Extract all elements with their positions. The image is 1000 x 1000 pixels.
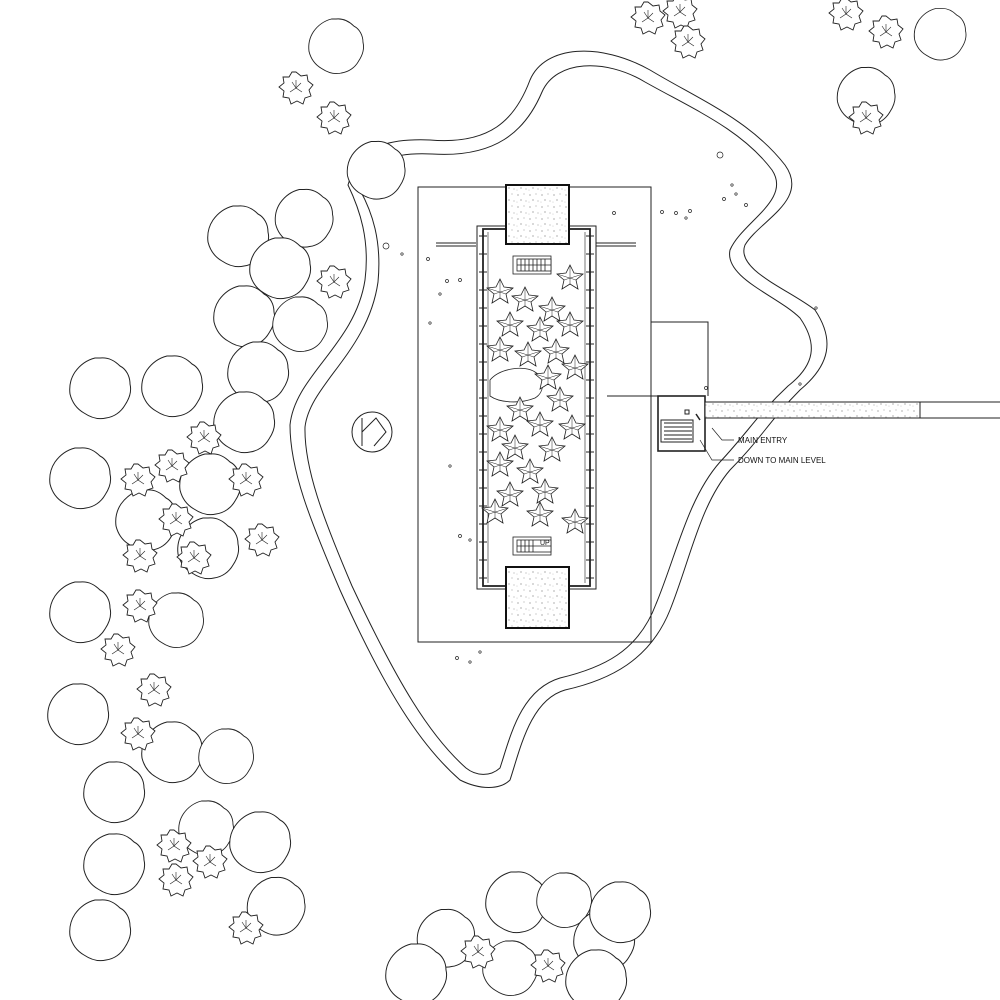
stair-up-label: UP xyxy=(540,540,550,547)
boulder-icon xyxy=(489,367,543,403)
pavilion-mullions xyxy=(479,235,594,579)
down-to-main-level-label: DOWN TO MAIN LEVEL xyxy=(738,456,826,465)
south-stone-block xyxy=(505,566,570,629)
main-entry-label: MAIN ENTRY xyxy=(738,436,788,445)
entry-structure xyxy=(607,321,709,452)
annotation-leaders xyxy=(695,413,734,461)
south-stair xyxy=(512,536,552,556)
scattered-stones xyxy=(382,151,818,664)
entry-boardwalk xyxy=(704,401,1000,419)
winding-footpath xyxy=(289,50,828,788)
pavilion-structure xyxy=(476,225,597,590)
north-stair xyxy=(512,255,552,275)
north-stone-block xyxy=(505,184,570,245)
courtyard-planting xyxy=(481,264,589,534)
north-arrow-icon xyxy=(351,411,393,453)
